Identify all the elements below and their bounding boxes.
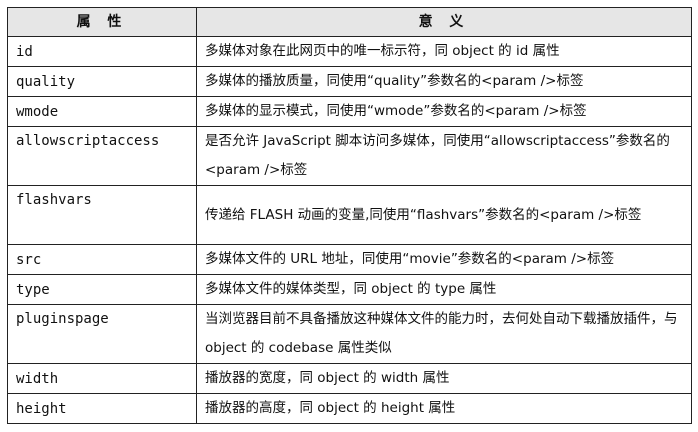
attr-desc: 传递给 FLASH 动画的变量,同使用“flashvars”参数名的<param… <box>196 185 692 245</box>
header-meaning: 意 义 <box>196 7 692 37</box>
attr-name: flashvars <box>7 185 197 245</box>
table-row: src 多媒体文件的 URL 地址，同使用“movie”参数名的<param /… <box>7 244 692 275</box>
attr-desc: 多媒体文件的媒体类型，同 object 的 type 属性 <box>196 274 692 305</box>
header-attribute: 属 性 <box>7 7 197 37</box>
attribute-table: 属 性 意 义 id 多媒体对象在此网页中的唯一标示符，同 object 的 i… <box>7 7 692 424</box>
attr-name: pluginspage <box>7 304 197 364</box>
attr-desc: 是否允许 JavaScript 脚本访问多媒体，同使用“allowscripta… <box>196 126 692 186</box>
attribute-table-container: 属 性 意 义 id 多媒体对象在此网页中的唯一标示符，同 object 的 i… <box>7 7 692 424</box>
table-row: flashvars 传递给 FLASH 动画的变量,同使用“flashvars”… <box>7 185 692 245</box>
attr-name: allowscriptaccess <box>7 126 197 186</box>
table-row: pluginspage 当浏览器目前不具备播放这种媒体文件的能力时，去何处自动下… <box>7 304 692 364</box>
table-row: height 播放器的高度，同 object 的 height 属性 <box>7 393 692 424</box>
table-row: width 播放器的宽度，同 object 的 width 属性 <box>7 363 692 394</box>
attr-desc: 当浏览器目前不具备播放这种媒体文件的能力时，去何处自动下载播放插件，与 obje… <box>196 304 692 364</box>
attr-name: type <box>7 274 197 305</box>
attr-name: src <box>7 244 197 275</box>
table-row: type 多媒体文件的媒体类型，同 object 的 type 属性 <box>7 274 692 305</box>
table-row: wmode 多媒体的显示模式，同使用“wmode”参数名的<param />标签 <box>7 96 692 127</box>
attr-name: width <box>7 363 197 394</box>
attr-name: quality <box>7 66 197 97</box>
table-row: allowscriptaccess 是否允许 JavaScript 脚本访问多媒… <box>7 126 692 186</box>
attr-desc: 多媒体对象在此网页中的唯一标示符，同 object 的 id 属性 <box>196 36 692 67</box>
attr-desc: 多媒体的显示模式，同使用“wmode”参数名的<param />标签 <box>196 96 692 127</box>
attr-desc: 多媒体文件的 URL 地址，同使用“movie”参数名的<param />标签 <box>196 244 692 275</box>
table-header-row: 属 性 意 义 <box>7 7 692 37</box>
table-row: id 多媒体对象在此网页中的唯一标示符，同 object 的 id 属性 <box>7 36 692 67</box>
table-row: quality 多媒体的播放质量，同使用“quality”参数名的<param … <box>7 66 692 97</box>
attr-desc: 多媒体的播放质量，同使用“quality”参数名的<param />标签 <box>196 66 692 97</box>
attr-desc: 播放器的宽度，同 object 的 width 属性 <box>196 363 692 394</box>
attr-name: id <box>7 36 197 67</box>
attr-name: height <box>7 393 197 424</box>
attr-desc: 播放器的高度，同 object 的 height 属性 <box>196 393 692 424</box>
attr-name: wmode <box>7 96 197 127</box>
